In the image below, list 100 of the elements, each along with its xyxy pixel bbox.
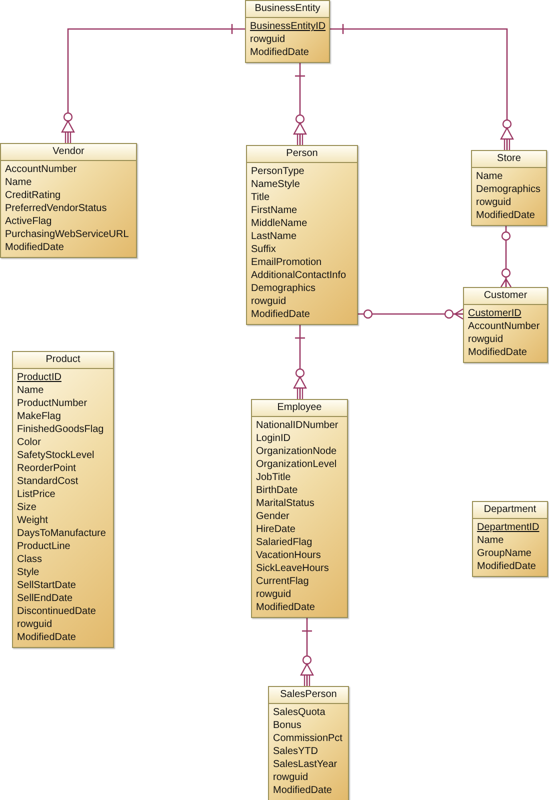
entity-box (245, 0, 330, 63)
entity-name: Person (247, 146, 357, 163)
entity-name: Store (472, 151, 546, 168)
entity-box (12, 351, 114, 648)
attribute-name: SalesLastYear (273, 758, 338, 771)
attribute-name: OrganizationLevel (256, 458, 337, 471)
key-attribute: BusinessEntityID (250, 20, 326, 33)
attribute-name: VacationHours (256, 549, 321, 562)
attribute-name: NationalIDNumber (256, 419, 338, 432)
attribute-name: EmailPromotion (251, 256, 322, 269)
entity-name: SalesPerson (269, 687, 348, 704)
attribute-name: GroupName (477, 547, 532, 560)
relationship-line (300, 618, 314, 687)
attribute-name: ModifiedDate (273, 784, 332, 797)
attribute-name: ModifiedDate (251, 308, 310, 321)
attribute-name: SellStartDate (17, 579, 76, 592)
attribute-name: HireDate (256, 523, 296, 536)
relationship-line (61, 23, 245, 144)
entity-box (472, 501, 548, 577)
attribute-name: ModifiedDate (5, 241, 64, 254)
attribute-name: ModifiedDate (468, 346, 527, 359)
attribute-name: MiddleName (251, 217, 308, 230)
attribute-name: ReorderPoint (17, 462, 76, 475)
relationship-line (358, 308, 464, 320)
attribute-name: AdditionalContactInfo (251, 269, 346, 282)
relationship-line (293, 325, 307, 400)
attribute-name: LastName (251, 230, 297, 243)
attribute-name: rowguid (273, 771, 308, 784)
attribute-name: Style (17, 566, 40, 579)
attribute-name: SafetyStockLevel (17, 449, 94, 462)
attribute-name: Name (17, 384, 44, 397)
attribute-name: NameStyle (251, 178, 300, 191)
key-attribute: ProductID (17, 371, 62, 384)
attribute-name: Demographics (476, 183, 540, 196)
attribute-name: ModifiedDate (476, 209, 535, 222)
attribute-name: Title (251, 191, 270, 204)
attribute-name: PurchasingWebServiceURL (5, 228, 129, 241)
attribute-name: Weight (17, 514, 48, 527)
attribute-name: ProductNumber (17, 397, 88, 410)
attribute-name: SickLeaveHours (256, 562, 329, 575)
attribute-name: rowguid (251, 295, 286, 308)
attribute-name: SalariedFlag (256, 536, 312, 549)
attribute-name: OrganizationNode (256, 445, 337, 458)
attribute-name: StandardCost (17, 475, 78, 488)
entity-name: Employee (252, 400, 347, 417)
attribute-name: ModifiedDate (17, 631, 76, 644)
attribute-name: Name (477, 534, 504, 547)
attribute-name: ModifiedDate (256, 601, 315, 614)
entity-name: Department (473, 502, 547, 519)
attribute-name: ListPrice (17, 488, 56, 501)
attribute-name: JobTitle (256, 471, 291, 484)
attribute-name: AccountNumber (5, 163, 77, 176)
attribute-name: FinishedGoodsFlag (17, 423, 104, 436)
attribute-name: Class (17, 553, 42, 566)
attribute-name: CommissionPct (273, 732, 342, 745)
attribute-name: rowguid (250, 33, 286, 46)
attribute-name: Size (17, 501, 36, 514)
attribute-name: Name (5, 176, 32, 189)
attribute-name: Name (476, 170, 503, 183)
attribute-name: MaritalStatus (256, 497, 314, 510)
attribute-name: ModifiedDate (250, 46, 309, 59)
entity-box (471, 150, 547, 226)
attribute-name: FirstName (251, 204, 298, 217)
attribute-name: rowguid (256, 588, 292, 601)
entity-box (463, 287, 548, 363)
entity-box (268, 686, 349, 800)
entity-name: Customer (464, 288, 547, 305)
relationship-line (293, 63, 307, 146)
entity-box (0, 143, 137, 258)
attribute-name: rowguid (17, 618, 52, 631)
attribute-name: SalesQuota (273, 706, 326, 719)
attribute-name: CurrentFlag (256, 575, 309, 588)
attribute-name: MakeFlag (17, 410, 61, 423)
attribute-name: LoginID (256, 432, 290, 445)
relationship-line (500, 226, 512, 288)
attribute-name: PreferredVendorStatus (5, 202, 107, 215)
entity-name: Vendor (1, 144, 136, 161)
key-attribute: CustomerID (468, 307, 522, 320)
entity-box (251, 399, 348, 618)
entity-box (246, 145, 358, 325)
attribute-name: Suffix (251, 243, 276, 256)
attribute-name: ProductLine (17, 540, 70, 553)
attribute-name: PersonType (251, 165, 304, 178)
attribute-name: rowguid (476, 196, 512, 209)
relationship-line (330, 23, 514, 151)
attribute-name: Demographics (251, 282, 316, 295)
attribute-name: AccountNumber (468, 320, 540, 333)
attribute-name: CreditRating (5, 189, 61, 202)
attribute-name: Bonus (273, 719, 302, 732)
key-attribute: DepartmentID (477, 521, 540, 534)
attribute-name: BirthDate (256, 484, 298, 497)
attribute-name: Color (17, 436, 41, 449)
attribute-name: DaysToManufacture (17, 527, 106, 540)
attribute-name: SalesYTD (273, 745, 318, 758)
attribute-name: SellEndDate (17, 592, 73, 605)
attribute-name: ActiveFlag (5, 215, 52, 228)
attribute-name: ModifiedDate (477, 560, 536, 573)
attribute-name: rowguid (468, 333, 504, 346)
entity-name: Product (13, 352, 113, 369)
attribute-name: Gender (256, 510, 290, 523)
